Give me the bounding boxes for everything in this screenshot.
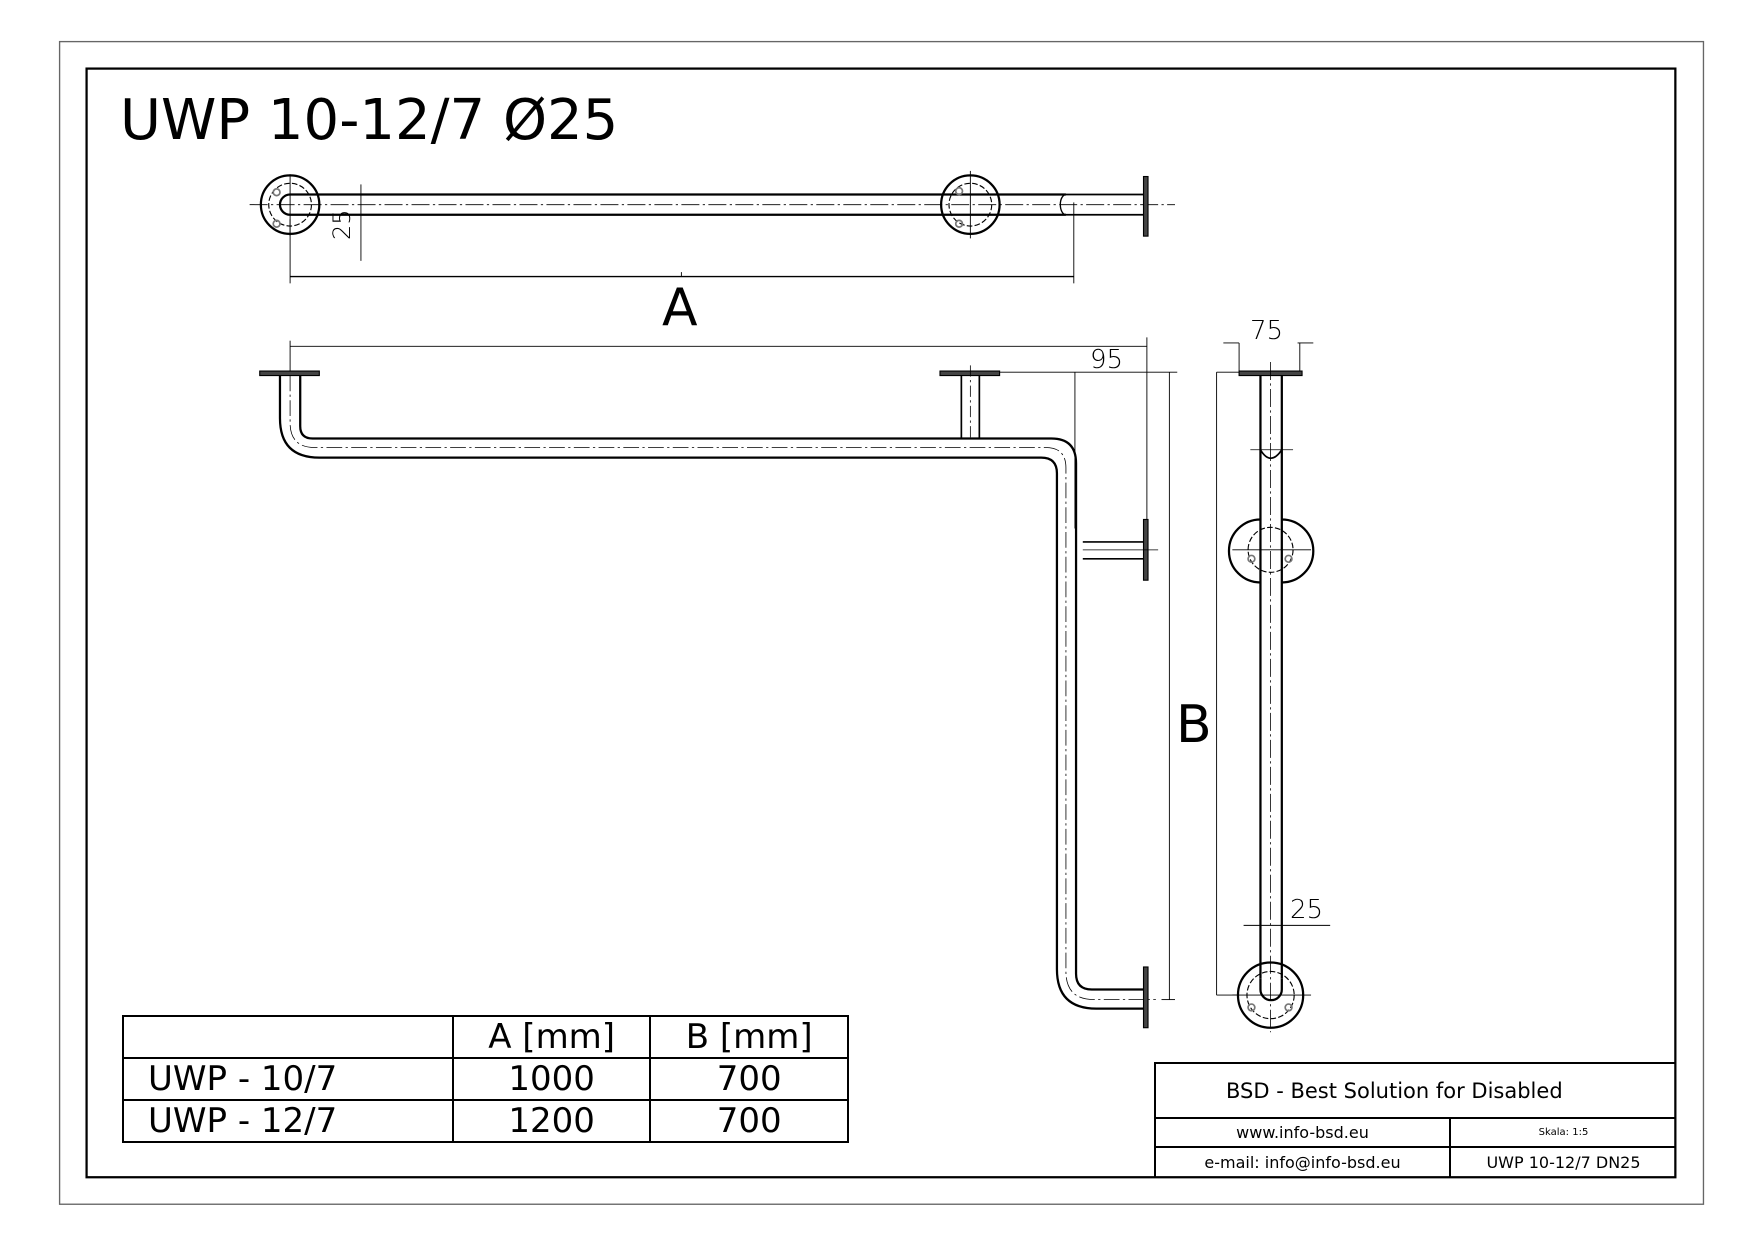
dimension-b-label: B	[1176, 695, 1212, 755]
title-block-row: e-mail: info@info-bsd.eu UWP 10-12/7 DN2…	[1156, 1148, 1676, 1177]
table-header-row: A [mm] B [mm]	[122, 1015, 849, 1059]
dimension-a-label: A	[662, 278, 698, 338]
top-view	[249, 170, 1175, 284]
b-value-cell: 700	[649, 1057, 849, 1101]
model-cell: UWP - 12/7	[122, 1099, 454, 1143]
offset-95-label: 95	[1090, 345, 1124, 375]
outer-border	[58, 40, 1705, 1205]
part-code: UWP 10-12/7 DN25	[1486, 1153, 1641, 1172]
a-value-cell: 1200	[451, 1099, 652, 1143]
table-row: UWP - 12/7 1200 700	[122, 1099, 849, 1143]
top-view-diameter-label: 25	[328, 209, 356, 240]
side-view	[1216, 342, 1331, 1033]
inner-frame	[85, 67, 1677, 1179]
company-name: BSD - Best Solution for Disabled	[1156, 1064, 1676, 1119]
table-row: UWP - 10/7 1000 700	[122, 1057, 849, 1101]
front-view	[259, 337, 1178, 1029]
flange-75-label: 75	[1250, 316, 1284, 346]
title-block: BSD - Best Solution for Disabled www.inf…	[1154, 1062, 1676, 1178]
title-diameter: Ø25	[502, 88, 619, 153]
email-link[interactable]: e-mail: info@info-bsd.eu	[1156, 1148, 1451, 1177]
model-cell: UWP - 10/7	[122, 1057, 454, 1101]
title-prefix: UWP 10-12/7	[120, 88, 503, 153]
table-header-cell: B [mm]	[649, 1015, 849, 1059]
drawing-title: UWP 10-12/7 Ø25	[120, 88, 618, 153]
a-value-cell: 1000	[451, 1057, 652, 1101]
title-block-row: www.info-bsd.eu Skala: 1:5	[1156, 1119, 1676, 1148]
b-value-cell: 700	[649, 1099, 849, 1143]
scale-label: Skala: 1:5	[1538, 1127, 1589, 1138]
table-header-cell	[122, 1015, 454, 1059]
dimension-table: A [mm] B [mm] UWP - 10/7 1000 700 UWP - …	[122, 1015, 849, 1143]
side-diameter-25-label: 25	[1290, 895, 1324, 925]
website-link[interactable]: www.info-bsd.eu	[1156, 1119, 1451, 1146]
table-header-cell: A [mm]	[451, 1015, 652, 1059]
